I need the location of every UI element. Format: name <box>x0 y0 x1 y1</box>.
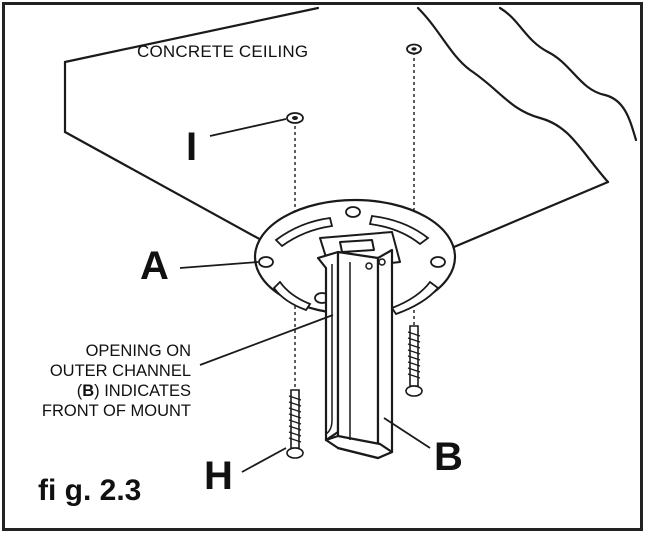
leader-i <box>209 118 287 137</box>
callout-i: I <box>186 125 198 169</box>
front-opening-note: OPENING ON OUTER CHANNEL (B) INDICATES F… <box>42 341 191 421</box>
callout-h: H <box>204 454 233 498</box>
note-line-2: OUTER CHANNEL <box>49 362 191 380</box>
leader-a <box>179 261 259 269</box>
outer-channel-side <box>376 248 394 460</box>
callout-b: B <box>434 435 463 479</box>
ceiling-top-edge <box>63 6 320 64</box>
figure-caption: fi g. 2.3 <box>38 474 142 507</box>
outer-channel-bottom <box>324 434 394 460</box>
ceiling-label: CONCRETE CEILING <box>137 42 309 61</box>
ceiling-rear-edge <box>416 6 610 184</box>
note-line-1: OPENING ON <box>85 342 191 360</box>
leader-note <box>199 314 334 366</box>
ceiling-break-edge <box>498 6 638 142</box>
leader-b <box>383 417 431 449</box>
note-line-4: FRONT OF MOUNT <box>41 402 191 420</box>
outer-channel-front <box>336 250 380 460</box>
leader-h <box>241 447 287 473</box>
outer-channel-back <box>316 250 340 442</box>
note-line-3: (B) INDICATES <box>76 382 191 400</box>
note-channel-ref: B <box>82 382 95 400</box>
callout-a: A <box>140 244 169 288</box>
